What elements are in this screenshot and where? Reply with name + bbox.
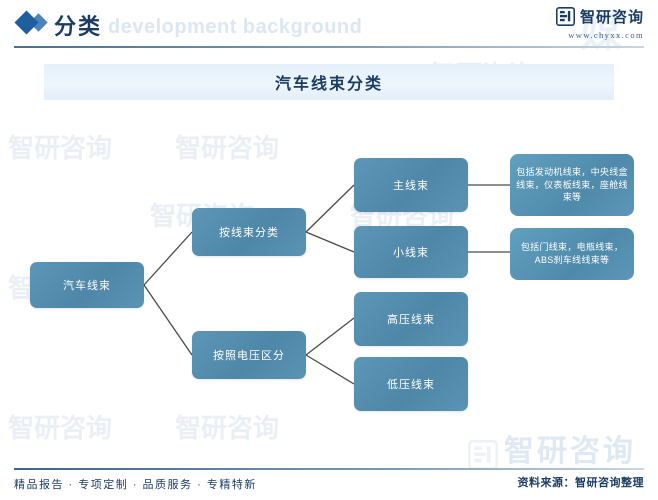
chart-title-bar: 汽车线束分类	[44, 64, 614, 100]
diagram-node-label: 高压线束	[387, 314, 435, 326]
diagram-node-label: 主线束	[393, 180, 429, 192]
brand-name: 智研咨询	[579, 9, 644, 26]
diagram-connectors	[143, 184, 510, 385]
zhiyan-logo-icon	[555, 7, 575, 26]
footer-source: 资料来源：智研咨询整理	[517, 477, 644, 489]
diagram-detail-main-harness[interactable]: 包括发动机线束，中央线盒线束，仪表板线束，座舱线束等	[510, 154, 634, 216]
diagram-node-by-voltage[interactable]: 按照电压区分	[192, 331, 306, 379]
chart-title: 汽车线束分类	[274, 76, 383, 93]
diagram-node-main-harness[interactable]: 主线束	[354, 158, 468, 212]
diagram-node-label: 小线束	[393, 247, 429, 259]
footer-watermark-text: 智研咨询	[504, 435, 636, 468]
diagram-detail-small-harness[interactable]: 包括门线束，电瓶线束，ABS刹车线线束等	[510, 228, 634, 280]
classification-diagram: 汽车线束 按线束分类 按照电压区分 主线束 小线束 高压线束 低压线束 包括发动…	[0, 100, 658, 440]
diagram-node-root[interactable]: 汽车线束	[30, 262, 144, 308]
diagram-detail-label: 包括发动机线束，中央线盒线束，仪表板线束，座舱线束等	[516, 166, 628, 203]
brand-logo: 智研咨询 www.chyxx.com	[555, 6, 644, 40]
header-divider	[14, 46, 644, 48]
slide-header: development background 分类 智研咨询 www.chyxx…	[0, 0, 658, 52]
footer-watermark-logo-icon	[468, 440, 498, 470]
diagram-node-label: 低压线束	[387, 379, 435, 391]
diagram-node-by-harness[interactable]: 按线束分类	[192, 208, 306, 256]
diagram-node-low-voltage-harness[interactable]: 低压线束	[354, 357, 468, 411]
diamond-bullet-icon	[14, 10, 39, 35]
diagram-detail-label: 包括门线束，电瓶线束，ABS刹车线线束等	[520, 242, 624, 265]
footer-tagline: 精品报告 · 专项定制 · 品质服务 · 专精特新	[14, 479, 257, 491]
diagram-node-label: 按照电压区分	[213, 350, 285, 362]
page-title: 分类	[54, 14, 103, 39]
diagram-node-high-voltage-harness[interactable]: 高压线束	[354, 292, 468, 346]
diagram-node-small-harness[interactable]: 小线束	[354, 226, 468, 278]
diagram-node-label: 按线束分类	[219, 227, 279, 239]
header-background-text: development background	[108, 16, 363, 38]
footer-divider	[14, 468, 644, 470]
diagram-node-label: 汽车线束	[63, 280, 111, 292]
brand-url: www.chyxx.com	[568, 30, 644, 40]
